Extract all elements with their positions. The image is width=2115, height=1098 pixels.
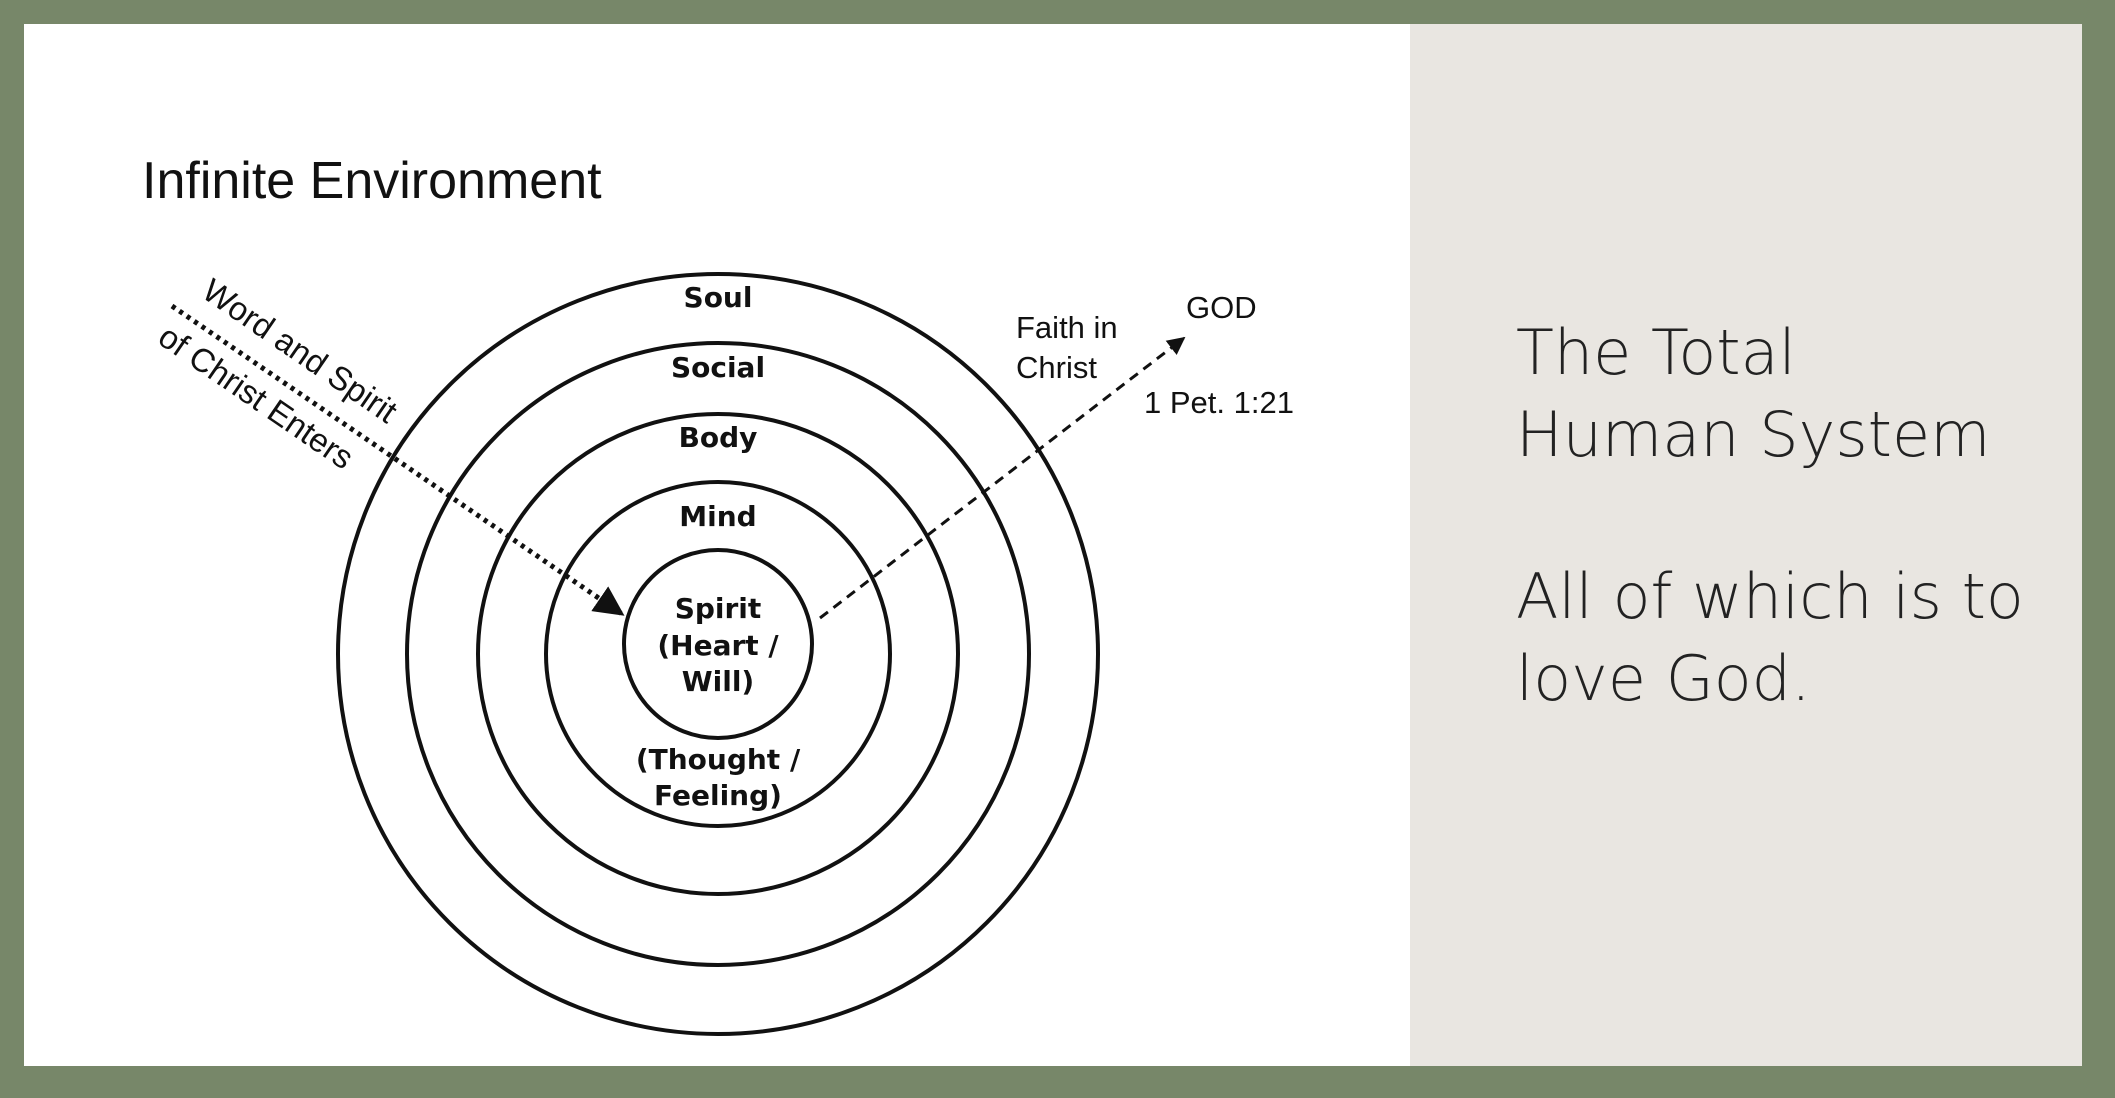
side-panel: The Total Human System All of which is t…: [1410, 24, 2082, 1066]
label-will: Will): [682, 665, 754, 698]
ring-spirit: [622, 548, 814, 740]
faith-label-line1: Faith in: [1016, 310, 1118, 345]
side-title: The Total Human System: [1516, 316, 1991, 471]
incoming-arrow: [170, 303, 625, 617]
label-mind: Mind: [679, 500, 756, 533]
side-body: All of which is to love God.: [1516, 560, 2024, 715]
ring-social: [405, 341, 1031, 967]
ring-mind: [544, 480, 892, 828]
slide: Infinite Environment Soul Social Body Mi…: [24, 24, 2082, 1066]
label-soul: Soul: [684, 281, 753, 314]
label-social: Social: [671, 351, 765, 384]
reference-label: 1 Pet. 1:21: [1144, 385, 1294, 420]
label-heart: (Heart /: [657, 629, 779, 662]
label-thought: (Thought /: [636, 743, 801, 776]
outgoing-arrow: [819, 336, 1186, 620]
god-label: GOD: [1186, 290, 1257, 325]
label-body: Body: [679, 421, 758, 454]
ring-body: [476, 412, 960, 896]
human-system-diagram: Infinite Environment Soul Social Body Mi…: [142, 152, 1294, 1036]
label-feeling: Feeling): [654, 779, 782, 812]
label-spirit: Spirit: [675, 592, 762, 625]
environment-title: Infinite Environment: [142, 152, 602, 210]
ring-soul: [336, 272, 1100, 1036]
faith-label-line2: Christ: [1016, 350, 1097, 385]
